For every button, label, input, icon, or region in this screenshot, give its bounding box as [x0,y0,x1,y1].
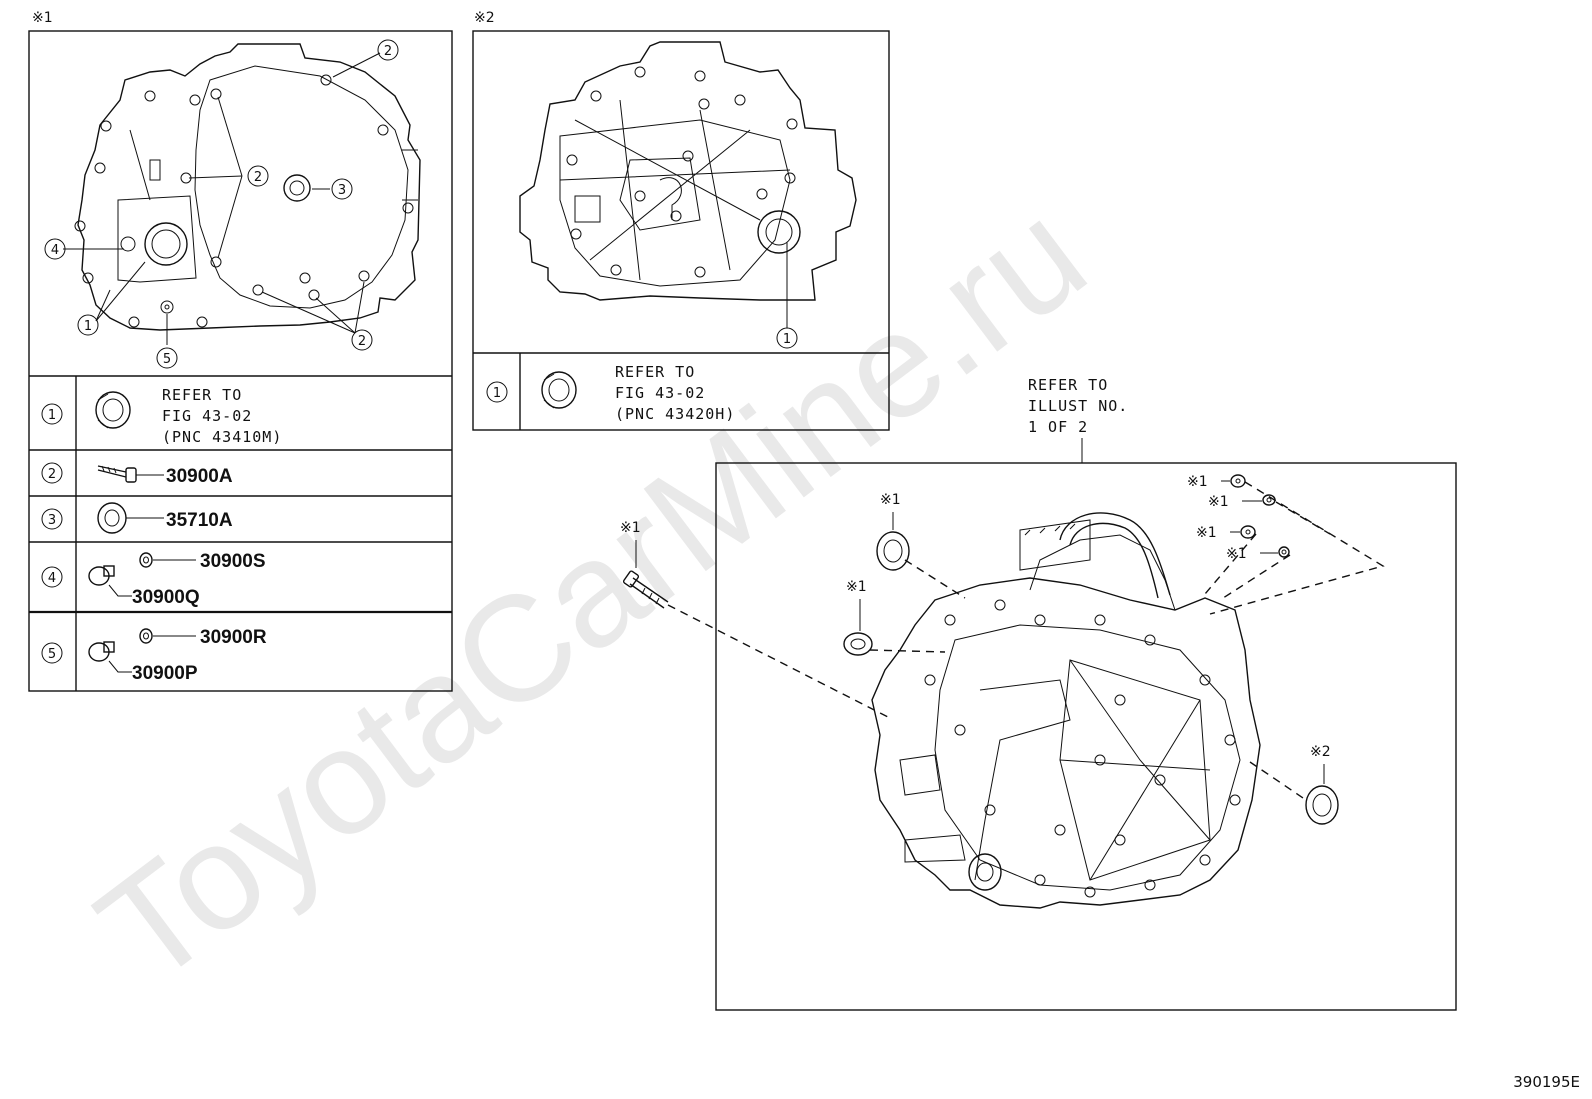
panel1-row-4: 4 30900S 30900Q [41,551,266,608]
plug-icon [88,641,132,673]
callout-1: 1 [77,314,99,336]
housing-rear-illustration [519,41,857,301]
panel2-tag: ※2 [474,10,495,26]
svg-text:REFER TO: REFER TO [1028,376,1108,394]
washer-icon [139,552,196,568]
nut-3-tag: ※1 [1196,525,1217,541]
nut-4-tag: ※1 [1226,546,1247,562]
callout-3: 3 [331,178,353,200]
seal-small-part [843,632,873,656]
panel1-row-5: 5 30900R 30900P [41,627,267,684]
svg-text:1: 1 [48,408,56,423]
svg-text:(PNC 43420H): (PNC 43420H) [615,405,735,423]
panel1-leaders [63,52,381,345]
plug-icon [88,565,132,597]
callout-4: 4 [44,238,66,260]
panel1-row-1: 1 REFER TO FIG 43-02 (PNC 43410M) [41,386,282,446]
svg-text:2: 2 [48,467,56,482]
svg-text:ILLUST NO.: ILLUST NO. [1028,397,1128,415]
bolt-part-tag: ※1 [620,520,641,536]
svg-text:30900A: 30900A [166,466,233,487]
seal-small-tag: ※1 [846,579,867,595]
housing-front-illustration [74,43,421,331]
svg-text:5: 5 [163,352,171,367]
svg-text:2: 2 [254,170,262,185]
svg-text:1: 1 [493,386,501,401]
svg-text:2: 2 [358,334,366,349]
svg-text:3: 3 [48,513,56,528]
nut-2-tag: ※1 [1208,494,1229,510]
transaxle-assembly-illustration [871,512,1261,909]
svg-text:5: 5 [48,647,56,662]
svg-text:REFER TO: REFER TO [162,386,242,404]
seal-right-part [1305,785,1339,825]
svg-text:4: 4 [48,571,56,586]
svg-text:30900Q: 30900Q [132,587,200,608]
panel2: 1 1 REFER TO FIG 43-02 (PNC 43420H) [472,30,890,431]
nut-3 [1240,525,1256,539]
bolt-part [622,570,669,609]
svg-text:FIG 43-02: FIG 43-02 [615,384,705,402]
svg-text:4: 4 [51,243,59,258]
svg-text:30900R: 30900R [200,627,267,648]
seal-large-part [876,531,910,571]
callout-2-top: 2 [377,39,399,61]
panel2-row-1: 1 REFER TO FIG 43-02 (PNC 43420H) [486,363,735,423]
callout-5: 5 [156,347,178,369]
nut-1-tag: ※1 [1187,474,1208,490]
panel1: 2 2 3 4 1 2 5 1 REFER TO FIG 43-02 [28,30,453,692]
seal-large-tag: ※1 [880,492,901,508]
svg-text:REFER TO: REFER TO [615,363,695,381]
oil-seal-icon [95,391,131,429]
panel1-tag: ※1 [32,10,53,26]
refer-to-illust-note: REFER TO ILLUST NO. 1 OF 2 [1028,376,1128,463]
panel2-callout-1: 1 [776,327,798,349]
nut-1 [1230,474,1246,488]
svg-text:FIG 43-02: FIG 43-02 [162,407,252,425]
washer-icon [139,628,196,644]
assembly-frame [715,462,1457,1011]
panel1-row-2: 2 30900A [41,462,233,487]
svg-text:1 OF 2: 1 OF 2 [1028,418,1088,436]
nut-4 [1278,546,1290,558]
panel1-row-3: 3 35710A [41,502,233,534]
svg-text:2: 2 [384,44,392,59]
svg-text:30900S: 30900S [200,551,266,572]
assembly-dashed-lines [667,481,1385,801]
bolt-icon [97,465,164,483]
svg-text:3: 3 [338,183,346,198]
oil-seal-icon [541,371,577,409]
svg-text:(PNC 43410M): (PNC 43410M) [162,428,282,446]
svg-text:30900P: 30900P [132,663,198,684]
callout-2-mid: 2 [247,165,269,187]
seal-right-tag: ※2 [1310,744,1331,760]
svg-text:1: 1 [84,319,92,334]
svg-text:35710A: 35710A [166,510,233,531]
oil-seal-icon [97,502,164,534]
callout-2-bottom: 2 [351,329,373,351]
svg-text:1: 1 [783,332,791,347]
figure-code: 390195E [1513,1073,1580,1091]
nut-parts [1230,474,1290,558]
